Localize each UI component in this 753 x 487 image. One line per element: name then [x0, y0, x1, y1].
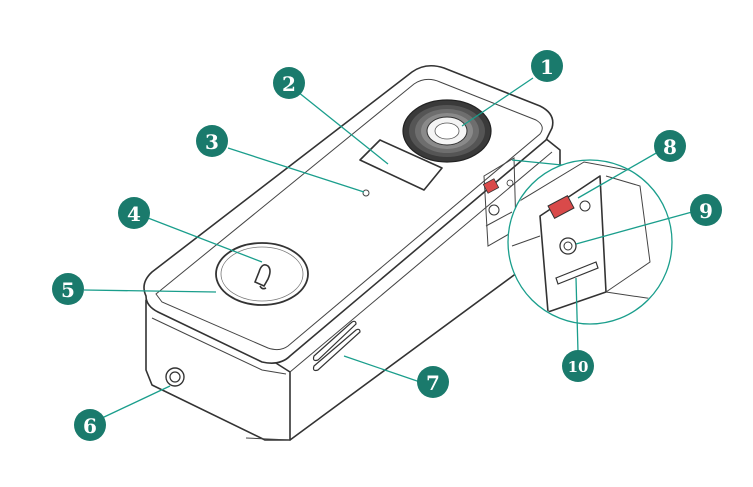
callout-7-label: 7	[426, 371, 440, 395]
leader-3	[227, 147, 365, 193]
camera-lens	[402, 99, 492, 163]
microphone-hole	[362, 189, 370, 197]
callout-4: 4	[118, 197, 150, 229]
zoom-card-slot	[555, 261, 599, 285]
side-port-area	[482, 157, 517, 247]
callout-3: 3	[196, 125, 228, 157]
callout-3-label: 3	[205, 130, 219, 154]
zoom-red-button	[547, 194, 575, 220]
callout-8-label: 8	[663, 135, 677, 159]
callout-10-label: 10	[568, 358, 589, 376]
doorbell-device	[143, 64, 561, 441]
device-bevel-side	[289, 151, 553, 373]
device-bottom-edge	[245, 437, 291, 441]
callout-5: 5	[52, 273, 84, 305]
leader-4	[147, 217, 263, 263]
callout-2-label: 2	[282, 72, 296, 96]
leader-5	[83, 289, 217, 293]
callout-8: 8	[654, 130, 686, 162]
callout-7: 7	[417, 366, 449, 398]
zoom-round-port	[559, 237, 577, 255]
leader-2	[297, 91, 389, 165]
speaker-grille	[312, 320, 361, 372]
callout-1: 1	[531, 50, 563, 82]
zoom-small-hole	[579, 200, 591, 212]
doorbell-button	[215, 242, 309, 306]
sensor-window	[359, 139, 443, 191]
callout-2: 2	[273, 67, 305, 99]
callout-5-label: 5	[61, 278, 75, 302]
leader-6	[101, 385, 171, 419]
leader-1	[461, 77, 534, 127]
callout-1-label: 1	[540, 55, 554, 79]
leader-lines	[83, 77, 693, 419]
device-bevel-front	[151, 317, 287, 375]
leader-10	[575, 277, 579, 353]
callout-6: 6	[74, 409, 106, 441]
device-top-inner-edge	[155, 78, 543, 351]
callout-4-label: 4	[127, 202, 141, 226]
callout-10: 10	[562, 350, 594, 382]
leader-7	[343, 355, 421, 383]
callout-9: 9	[690, 194, 722, 226]
leader-9	[575, 211, 693, 245]
leader-8	[577, 151, 659, 199]
zoom-detail	[507, 159, 673, 325]
callout-6-label: 6	[83, 414, 97, 438]
bell-icon	[253, 264, 271, 290]
reset-hole	[165, 367, 185, 387]
callout-9-label: 9	[699, 199, 713, 223]
